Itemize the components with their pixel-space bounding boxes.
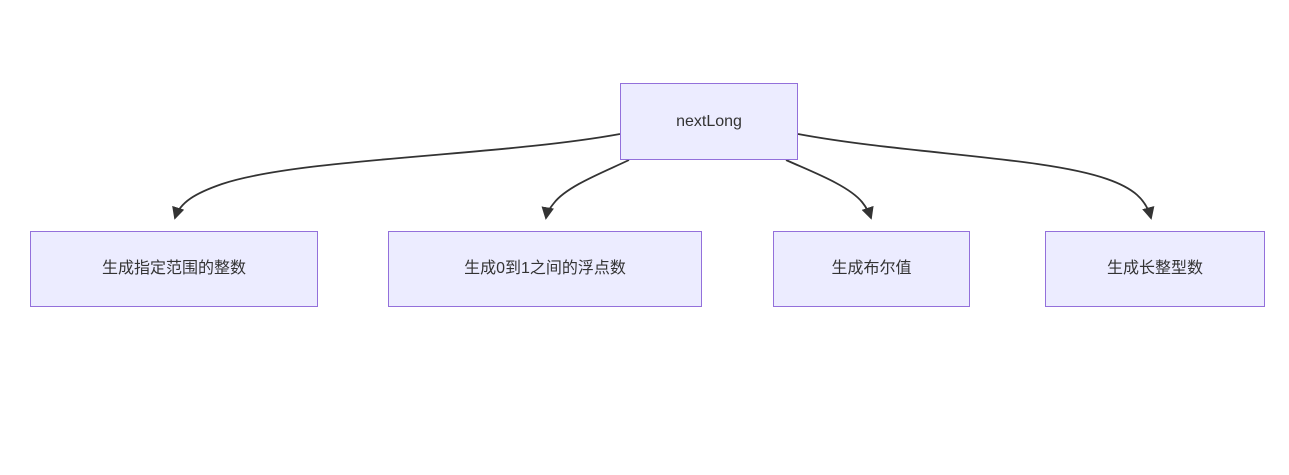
- node-generate-ranged-integer-label: 生成指定范围的整数: [101, 260, 246, 278]
- edge-root-to-child1: [172, 133, 621, 220]
- node-generate-long: 生成长整型数: [1045, 231, 1265, 307]
- edge-root-to-child3: [785, 159, 874, 220]
- node-nextlong: nextLong: [620, 83, 798, 160]
- edge-root-to-child4: [797, 133, 1155, 220]
- node-generate-boolean-label: 生成布尔值: [831, 260, 912, 278]
- node-generate-float-0-1-label: 生成0到1之间的浮点数: [464, 260, 626, 278]
- node-nextlong-label: nextLong: [676, 112, 742, 130]
- node-generate-ranged-integer: 生成指定范围的整数: [30, 231, 318, 307]
- node-generate-float-0-1: 生成0到1之间的浮点数: [388, 231, 702, 307]
- edge-root-to-child2: [541, 159, 630, 220]
- node-generate-long-label: 生成长整型数: [1106, 260, 1203, 278]
- node-generate-boolean: 生成布尔值: [773, 231, 970, 307]
